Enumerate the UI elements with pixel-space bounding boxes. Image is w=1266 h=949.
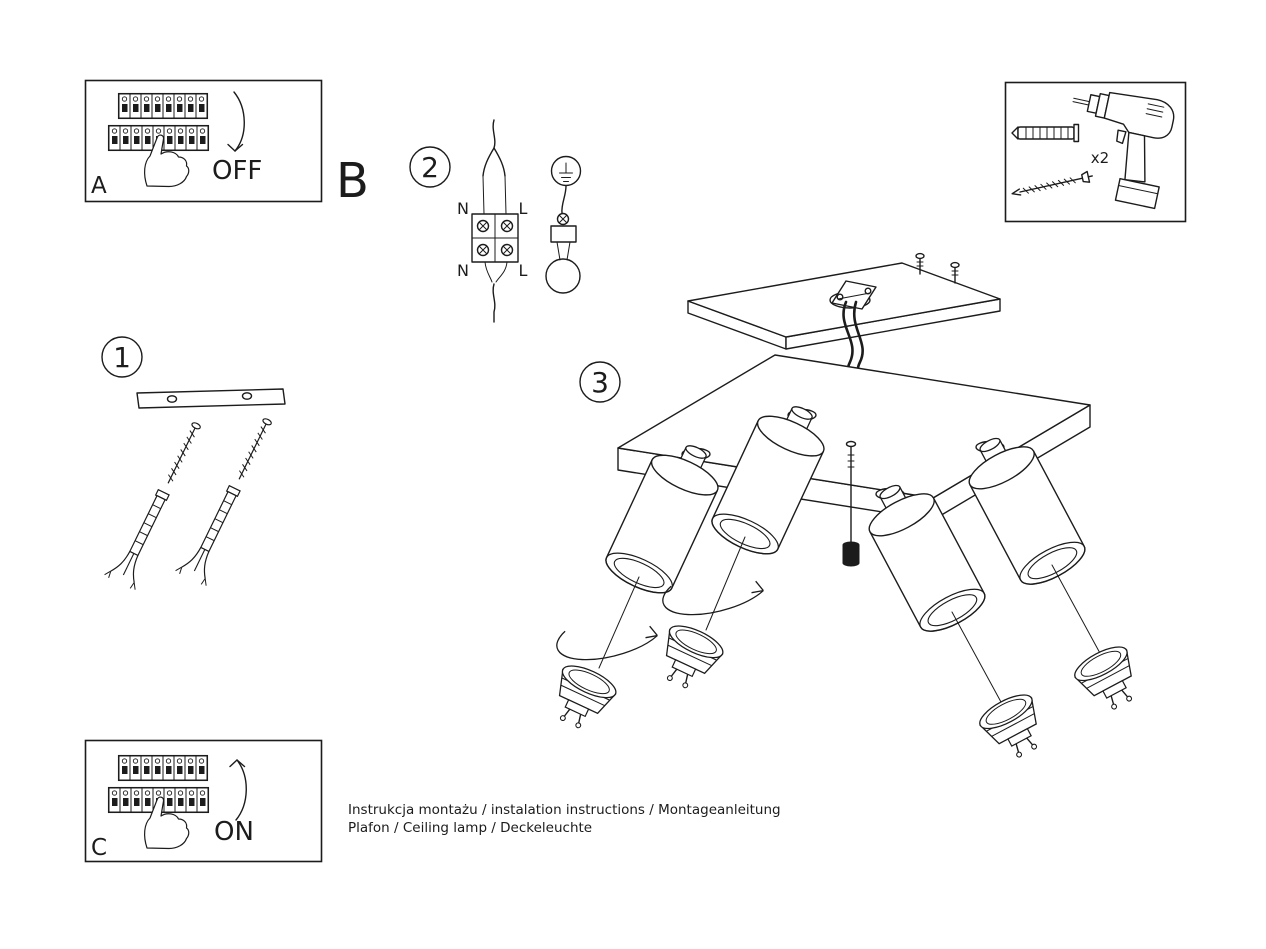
footer-line-1: Instrukcja montażu / instalation instruc…	[348, 802, 781, 818]
gu10-bulb-icon	[542, 658, 621, 737]
panel-c-state: ON	[214, 817, 254, 847]
wiring-label-n-top: N	[457, 199, 469, 218]
anchor-screw-icon	[174, 411, 285, 588]
axis-rod	[598, 576, 640, 669]
gu10-bulb-icon	[974, 687, 1055, 768]
breaker-board-icon	[109, 94, 209, 187]
wiring-label-l-top: L	[519, 199, 528, 218]
panel-a-state: OFF	[212, 156, 262, 186]
lamp-cable-icon	[484, 261, 508, 323]
anchor-qty-label: x2	[1091, 149, 1109, 167]
gu10-bulb-icon	[649, 618, 728, 697]
arrow-down-icon	[227, 91, 245, 152]
footer-line-2: Plafon / Ceiling lamp / Deckeleuchte	[348, 820, 592, 836]
breaker-board-icon	[109, 756, 209, 849]
axis-rod	[705, 536, 746, 631]
breaker-off-panel: A OFF	[84, 79, 323, 203]
step-1-number: 1	[113, 341, 131, 374]
mains-cable-icon	[482, 119, 507, 215]
step-2-wiring: 2 N L N L	[409, 119, 582, 323]
terminal-block-icon	[471, 213, 519, 263]
panel-a-letter: A	[91, 173, 107, 199]
screw-icon	[1011, 170, 1093, 196]
wiring-label-n-bottom: N	[457, 261, 469, 280]
step-1-mounting: 1	[101, 336, 286, 592]
step-3-lamp-assembly: 3	[542, 252, 1150, 768]
toolbox-frame	[1004, 81, 1187, 223]
step-3-number: 3	[591, 366, 609, 399]
wall-plug-icon	[1011, 123, 1080, 143]
anchor-screw-icon	[103, 415, 214, 592]
step-2-badge	[409, 146, 451, 188]
axis-rod	[951, 611, 1002, 703]
ground-symbol-icon	[545, 155, 582, 294]
panel-c-frame	[84, 739, 323, 863]
panel-a-frame	[84, 79, 323, 203]
wiring-label-l-bottom: L	[519, 261, 528, 280]
ceiling-plate-icon	[687, 252, 1001, 396]
mounting-bar-icon	[136, 388, 286, 409]
step-2-number: 2	[421, 151, 439, 184]
toolbox: x2	[1004, 81, 1187, 223]
step-1-badge	[101, 336, 143, 378]
arrow-up-icon	[229, 759, 247, 821]
rotate-arrow-icon	[552, 607, 661, 671]
center-screw-icon	[842, 440, 860, 567]
drill-icon	[1072, 91, 1175, 210]
step-3-badge	[579, 361, 621, 403]
plate-screw-icon	[950, 261, 960, 284]
axis-rod	[1051, 564, 1102, 656]
panel-c-letter: C	[91, 835, 107, 861]
breaker-on-panel: C ON	[84, 739, 323, 863]
plate-screw-icon	[915, 252, 925, 275]
section-b-letter: B	[336, 153, 369, 209]
gu10-bulb-icon	[1069, 639, 1150, 720]
